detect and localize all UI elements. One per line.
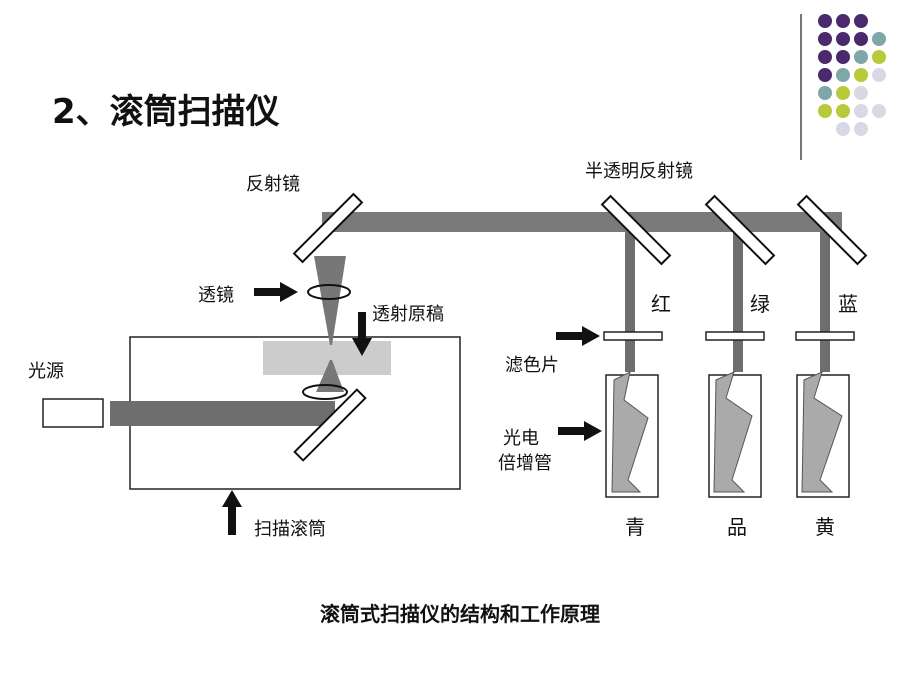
light-cone-upper [314,256,346,345]
decorative-dot [872,68,886,82]
arrow-lens [254,282,298,302]
label-half-mirror: 半透明反射镜 [585,161,693,182]
decorative-dot [818,14,832,28]
divider-line [800,14,802,160]
decorative-dot [854,14,868,28]
channel-color-red: 红 [651,292,671,316]
decorative-dot [836,32,850,46]
channel-output-magenta: 品 [727,515,747,539]
label-lens: 透镜 [198,285,234,306]
lens-lower [302,384,348,400]
channel-output-cyan: 青 [625,515,645,539]
filter-green [705,331,765,341]
label-filter: 滤色片 [505,355,559,376]
pmt-2 [708,371,762,498]
arrow-filter [556,326,600,346]
decorative-dot [836,68,850,82]
decorative-dot [872,104,886,118]
source-beam [110,401,335,426]
mirror-bottom [293,388,367,462]
arrow-original [352,312,372,356]
channel-color-green: 绿 [750,292,770,316]
slide-title: 2、滚筒扫描仪 [52,92,280,132]
channel-color-blue: 蓝 [838,292,858,316]
lens-upper [307,284,351,300]
decorative-dot-grid [818,14,898,154]
half-mirror-1 [600,194,672,266]
decorative-dot [836,86,850,100]
mirror-top [292,192,364,264]
decorative-dot [872,50,886,64]
decorative-dot [854,104,868,118]
half-mirror-3 [796,194,868,266]
filter-blue [795,331,855,341]
decorative-dot [836,122,850,136]
pmt-3 [796,371,850,498]
light-source-box [42,398,104,428]
beam-green [733,232,743,372]
pmt-1 [605,371,659,498]
channel-output-yellow: 黄 [815,515,835,539]
label-drum: 扫描滚筒 [254,519,326,540]
arrow-drum [222,490,242,535]
diagram-caption: 滚筒式扫描仪的结构和工作原理 [320,602,600,626]
label-original: 透射原稿 [372,304,444,325]
decorative-dot [818,104,832,118]
decorative-dot [854,122,868,136]
filter-red [603,331,663,341]
decorative-dot [836,104,850,118]
half-mirror-2 [704,194,776,266]
decorative-dot [854,32,868,46]
label-mirror: 反射镜 [246,174,300,195]
decorative-dot [872,32,886,46]
decorative-dot [836,14,850,28]
decorative-dot [854,50,868,64]
decorative-dot [836,50,850,64]
label-pmt-line2: 倍增管 [498,453,552,474]
decorative-dot [854,68,868,82]
decorative-dot [818,32,832,46]
label-pmt-line1: 光电 [503,428,539,449]
light-cone [316,360,344,392]
beam-blue [820,232,830,372]
beam-red [625,232,635,372]
decorative-dot [818,68,832,82]
decorative-dot [854,86,868,100]
decorative-dot [818,86,832,100]
arrow-pmt [558,421,602,441]
label-light-source: 光源 [28,361,64,382]
decorative-dot [818,50,832,64]
main-beam [322,212,842,232]
